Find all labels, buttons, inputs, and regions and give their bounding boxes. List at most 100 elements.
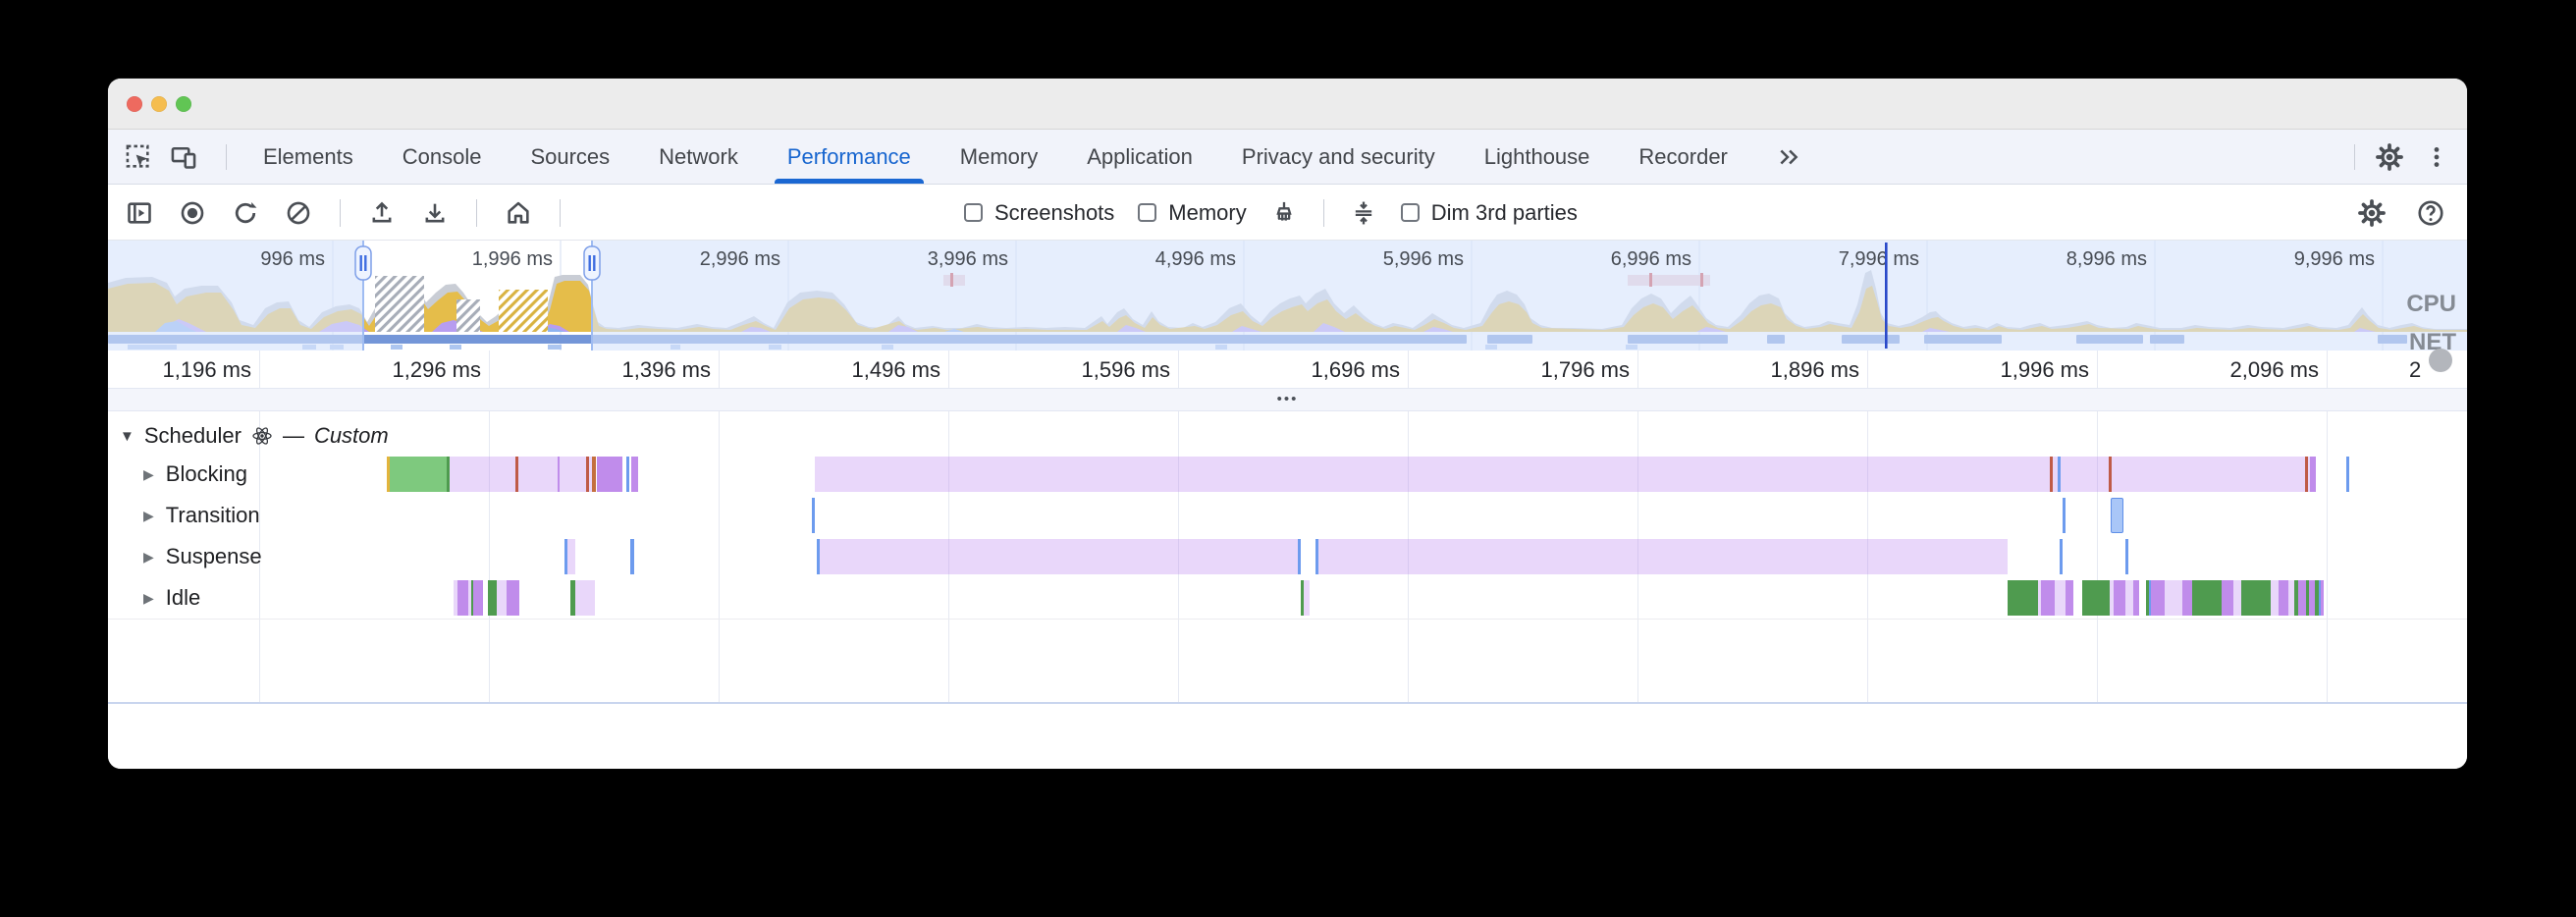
- flame-segment-idle[interactable]: [2149, 580, 2151, 616]
- device-toolbar-icon[interactable]: [169, 142, 198, 172]
- flame-segment-idle[interactable]: [2165, 580, 2182, 616]
- memory-checkbox-item[interactable]: Memory: [1138, 200, 1247, 226]
- capture-settings-gear-icon[interactable]: [2357, 198, 2387, 228]
- clear-recording-icon[interactable]: [285, 199, 312, 227]
- dim-3rd-parties-checkbox[interactable]: [1400, 203, 1420, 222]
- live-metrics-home-icon[interactable]: [505, 199, 532, 227]
- flame-segment-suspense[interactable]: [817, 539, 820, 574]
- flame-segment-blocking[interactable]: [447, 457, 450, 492]
- flame-segment-idle[interactable]: [2309, 580, 2315, 616]
- flame-segment-blocking[interactable]: [558, 457, 560, 492]
- flame-segment-blocking[interactable]: [450, 457, 595, 492]
- flame-segment-blocking[interactable]: [2310, 457, 2316, 492]
- inspect-element-icon[interactable]: [124, 142, 153, 172]
- selection-handle-right[interactable]: [583, 245, 601, 281]
- flame-segment-idle[interactable]: [570, 580, 575, 616]
- flame-segment-idle[interactable]: [2041, 580, 2055, 616]
- flame-segment-suspense[interactable]: [630, 539, 634, 574]
- flame-segment-blocking[interactable]: [815, 457, 2316, 492]
- upload-profile-icon[interactable]: [368, 199, 396, 227]
- flame-segment-idle[interactable]: [2146, 580, 2149, 616]
- flame-segment-idle[interactable]: [2114, 580, 2125, 616]
- flame-segment-blocking[interactable]: [586, 457, 589, 492]
- flame-segment-idle[interactable]: [457, 580, 468, 616]
- flame-segment-blocking[interactable]: [2346, 457, 2349, 492]
- track-row-transition[interactable]: ▶ Transition: [143, 495, 260, 536]
- flame-segment-suspense[interactable]: [1298, 539, 1301, 574]
- flame-segment-idle[interactable]: [454, 580, 457, 616]
- flame-segment-suspense[interactable]: [2125, 539, 2128, 574]
- flame-segment-idle[interactable]: [2298, 580, 2306, 616]
- flame-segment-idle[interactable]: [2294, 580, 2298, 616]
- flame-segment-blocking[interactable]: [390, 457, 447, 492]
- track-row-blocking[interactable]: ▶ Blocking: [143, 454, 247, 495]
- dim-3rd-parties-checkbox-item[interactable]: Dim 3rd parties: [1400, 200, 1578, 226]
- tab-elements[interactable]: Elements: [263, 143, 353, 169]
- expand-triangle-icon[interactable]: ▶: [143, 589, 154, 606]
- tab-sources[interactable]: Sources: [530, 143, 611, 169]
- expand-triangle-icon[interactable]: ▶: [143, 548, 154, 565]
- expand-triangle-icon[interactable]: ▶: [143, 465, 154, 482]
- flame-segment-blocking[interactable]: [515, 457, 518, 492]
- flame-segment-transition[interactable]: [2111, 498, 2123, 533]
- flame-segment-suspense[interactable]: [564, 539, 567, 574]
- tab-recorder[interactable]: Recorder: [1638, 143, 1728, 169]
- tab-console[interactable]: Console: [402, 143, 482, 169]
- collect-garbage-icon[interactable]: [1270, 199, 1298, 227]
- flame-segment-blocking[interactable]: [2058, 457, 2061, 492]
- tab-network[interactable]: Network: [659, 143, 738, 169]
- flame-segment-idle[interactable]: [1301, 580, 1304, 616]
- flame-segment-idle[interactable]: [2233, 580, 2241, 616]
- download-profile-icon[interactable]: [421, 199, 449, 227]
- flame-segment-idle[interactable]: [2082, 580, 2110, 616]
- tab-memory[interactable]: Memory: [959, 143, 1039, 169]
- record-icon[interactable]: [179, 199, 206, 227]
- flame-segment-idle[interactable]: [507, 580, 519, 616]
- track-row-suspense[interactable]: ▶ Suspense: [143, 536, 262, 577]
- flame-segment-idle[interactable]: [2306, 580, 2309, 616]
- flame-segment-idle[interactable]: [2321, 580, 2324, 616]
- flame-segment-transition[interactable]: [812, 498, 815, 533]
- flame-segment-suspense[interactable]: [820, 539, 1298, 574]
- screenshots-checkbox-item[interactable]: Screenshots: [964, 200, 1114, 226]
- flame-segment-idle[interactable]: [2008, 580, 2038, 616]
- flame-segment-idle[interactable]: [575, 580, 595, 616]
- flame-segment-suspense[interactable]: [567, 539, 575, 574]
- flame-segment-idle[interactable]: [2222, 580, 2233, 616]
- flame-segment-suspense[interactable]: [1318, 539, 2008, 574]
- flame-segment-blocking[interactable]: [387, 457, 390, 492]
- flame-segment-idle[interactable]: [2151, 580, 2165, 616]
- devtools-settings-icon[interactable]: [2375, 142, 2404, 172]
- flame-segment-idle[interactable]: [2271, 580, 2279, 616]
- flame-segment-blocking[interactable]: [631, 457, 638, 492]
- flame-segment-idle[interactable]: [2038, 580, 2041, 616]
- flame-segment-idle[interactable]: [2241, 580, 2271, 616]
- screenshots-checkbox[interactable]: [964, 203, 983, 222]
- flame-segment-idle[interactable]: [468, 580, 471, 616]
- tab-privacy-and-security[interactable]: Privacy and security: [1241, 143, 1435, 169]
- flame-segment-suspense[interactable]: [1315, 539, 1318, 574]
- selection-handle-left[interactable]: [354, 245, 372, 281]
- flame-segment-blocking[interactable]: [2305, 457, 2308, 492]
- record-and-reload-icon[interactable]: [232, 199, 259, 227]
- flame-segment-blocking[interactable]: [592, 457, 596, 492]
- collapse-triangle-icon[interactable]: ▼: [120, 427, 134, 445]
- flame-segment-idle[interactable]: [2055, 580, 2066, 616]
- track-group-scheduler[interactable]: ▼ Scheduler — Custom: [120, 419, 389, 453]
- flame-segment-transition[interactable]: [2063, 498, 2066, 533]
- track-row-idle[interactable]: ▶ Idle: [143, 577, 200, 619]
- help-icon[interactable]: [2416, 198, 2445, 228]
- flame-segment-idle[interactable]: [2288, 580, 2294, 616]
- flame-segment-blocking[interactable]: [626, 457, 629, 492]
- flame-segment-idle[interactable]: [2182, 580, 2192, 616]
- tab-application[interactable]: Application: [1087, 143, 1193, 169]
- vertical-scrollbar-thumb[interactable]: [2429, 349, 2452, 372]
- playhead-marker[interactable]: [1885, 243, 1888, 349]
- flame-segment-idle[interactable]: [471, 580, 473, 616]
- bottom-panel-divider[interactable]: [108, 702, 2467, 704]
- flame-segment-idle[interactable]: [2066, 580, 2073, 616]
- flame-segment-idle[interactable]: [2110, 580, 2114, 616]
- flame-segment-idle[interactable]: [2319, 580, 2321, 616]
